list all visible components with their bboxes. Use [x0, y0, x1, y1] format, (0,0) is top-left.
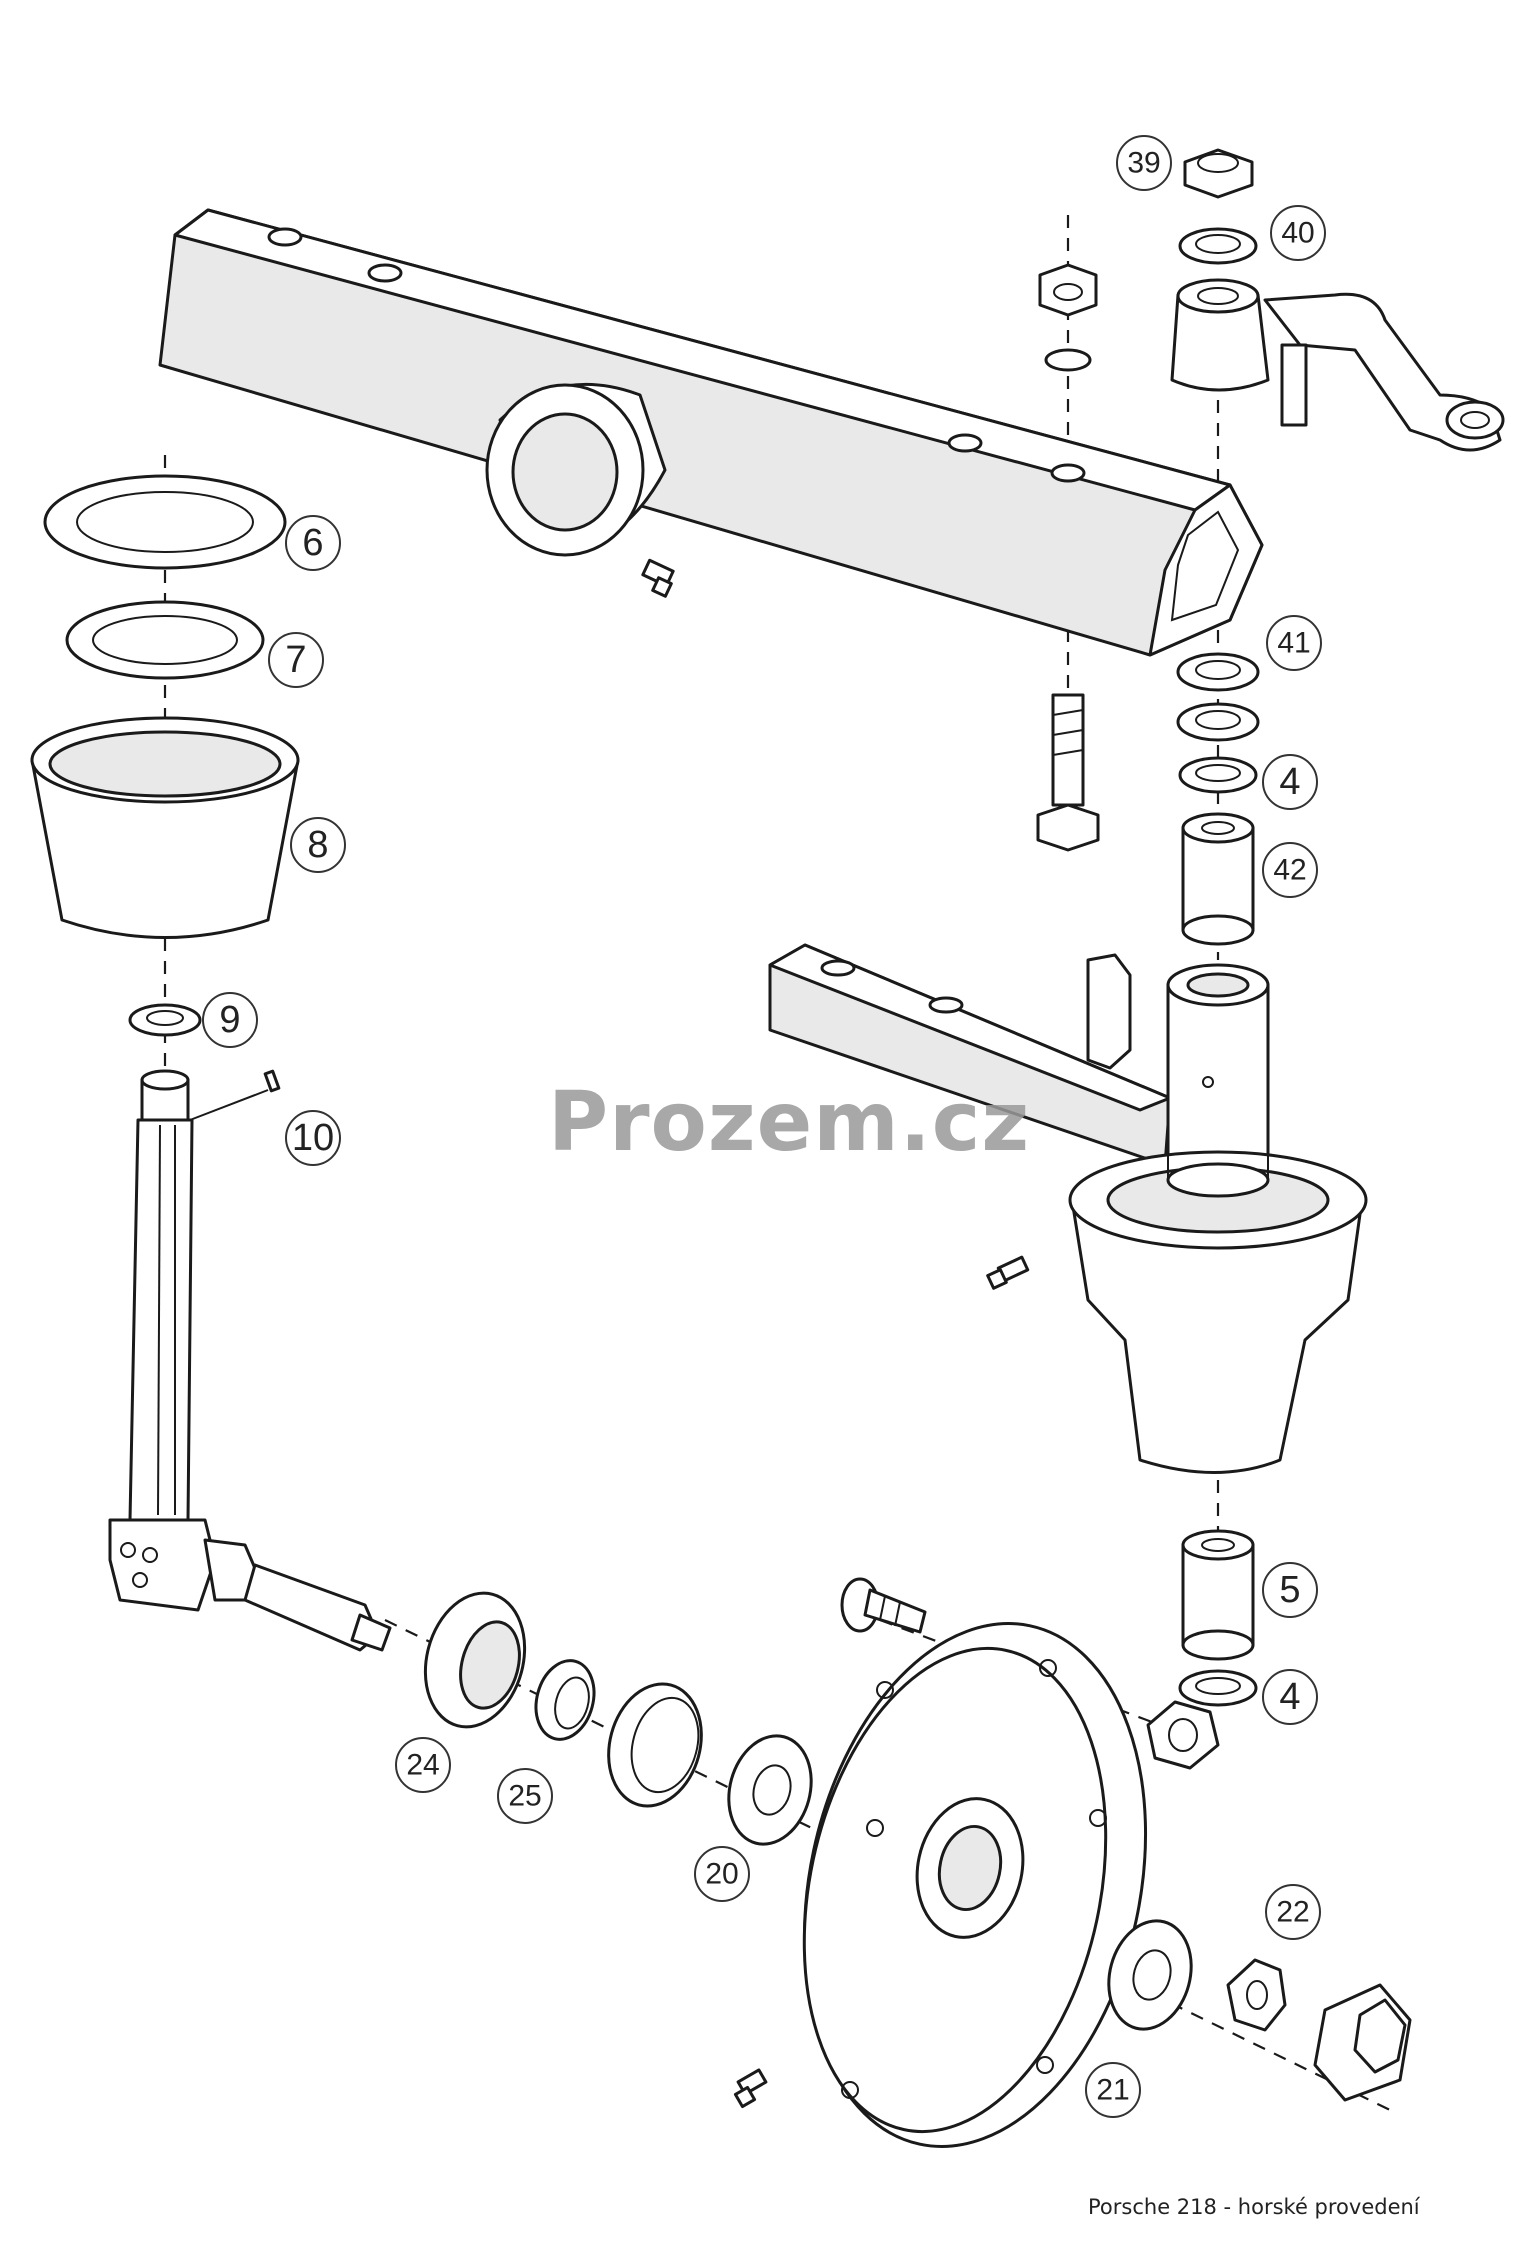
svg-text:42: 42 [1273, 854, 1306, 887]
svg-text:21: 21 [1096, 2074, 1129, 2107]
part-8-cone-cup [30, 716, 300, 939]
wheel-bolt [840, 1577, 927, 1634]
axle-beam [158, 208, 1264, 657]
callout-25: 25 [497, 1768, 553, 1824]
svg-text:10: 10 [292, 1117, 334, 1159]
part-41-washers [1176, 652, 1260, 742]
wheel-hub-flange [802, 1622, 1148, 2148]
svg-text:7: 7 [285, 639, 306, 681]
callout-42: 42 [1262, 842, 1318, 898]
callout-8: 8 [290, 817, 346, 873]
svg-text:40: 40 [1281, 217, 1314, 250]
beam-bolt-nut [1038, 263, 1098, 372]
part-10-pin [263, 1069, 281, 1093]
svg-text:24: 24 [406, 1749, 439, 1782]
hub-cap [1313, 1983, 1412, 2102]
callout-4-lower: 4 [1262, 1669, 1318, 1725]
diagram-caption: Porsche 218 - horské provedení [1088, 2195, 1420, 2219]
part-6-seal-ring [43, 474, 287, 570]
part-20-bearing [727, 1734, 813, 1846]
callout-22: 22 [1265, 1884, 1321, 1940]
callout-21: 21 [1085, 2062, 1141, 2118]
callout-6: 6 [285, 515, 341, 571]
svg-text:8: 8 [307, 824, 328, 866]
svg-text:25: 25 [508, 1780, 541, 1813]
svg-text:5: 5 [1279, 1569, 1300, 1611]
part-9-washer [128, 1003, 202, 1037]
beam-bolt [1036, 693, 1100, 852]
callout-10: 10 [285, 1110, 341, 1166]
svg-text:4: 4 [1279, 1676, 1300, 1718]
callout-5: 5 [1262, 1562, 1318, 1618]
part-4-circlip-lower [1178, 1669, 1258, 1707]
spindle-housing [768, 943, 1368, 1474]
grease-nipple-top [641, 558, 675, 598]
svg-text:20: 20 [705, 1858, 738, 1891]
svg-text:41: 41 [1277, 627, 1310, 660]
bearing-race [607, 1682, 703, 1808]
part-40-washer [1178, 227, 1258, 265]
callout-9: 9 [202, 992, 258, 1048]
svg-text:6: 6 [302, 522, 323, 564]
callout-7: 7 [268, 632, 324, 688]
steering-arm [1170, 278, 1505, 452]
callout-24: 24 [395, 1737, 451, 1793]
watermark-text: Prozem.cz [548, 1075, 1031, 1170]
callout-4-upper: 4 [1262, 754, 1318, 810]
svg-text:22: 22 [1276, 1896, 1309, 1929]
part-7-seal-ring [65, 600, 265, 680]
grease-nipple-hub [733, 2068, 768, 2109]
beam-sleeve [485, 382, 667, 557]
callout-20: 20 [694, 1846, 750, 1902]
callout-39: 39 [1116, 135, 1172, 191]
svg-text:39: 39 [1127, 147, 1160, 180]
kingpin-stub-axle [108, 1069, 392, 1652]
svg-text:4: 4 [1279, 761, 1300, 803]
callout-40: 40 [1270, 205, 1326, 261]
part-21-bearing [1107, 1919, 1193, 2031]
part-42-bushing [1181, 812, 1255, 946]
part-25-seal [534, 1659, 596, 1741]
part-4-circlip-upper [1178, 756, 1258, 794]
part-39-nut [1183, 148, 1254, 199]
part-24-bearing [423, 1591, 527, 1729]
part-22-castle-nut [1226, 1958, 1287, 2032]
part-5-bushing [1181, 1529, 1255, 1661]
grease-nipple-housing [986, 1255, 1030, 1290]
hub-nut [1146, 1700, 1220, 1770]
leader-part-10 [189, 1089, 269, 1121]
svg-text:9: 9 [219, 999, 240, 1041]
callout-41: 41 [1266, 615, 1322, 671]
